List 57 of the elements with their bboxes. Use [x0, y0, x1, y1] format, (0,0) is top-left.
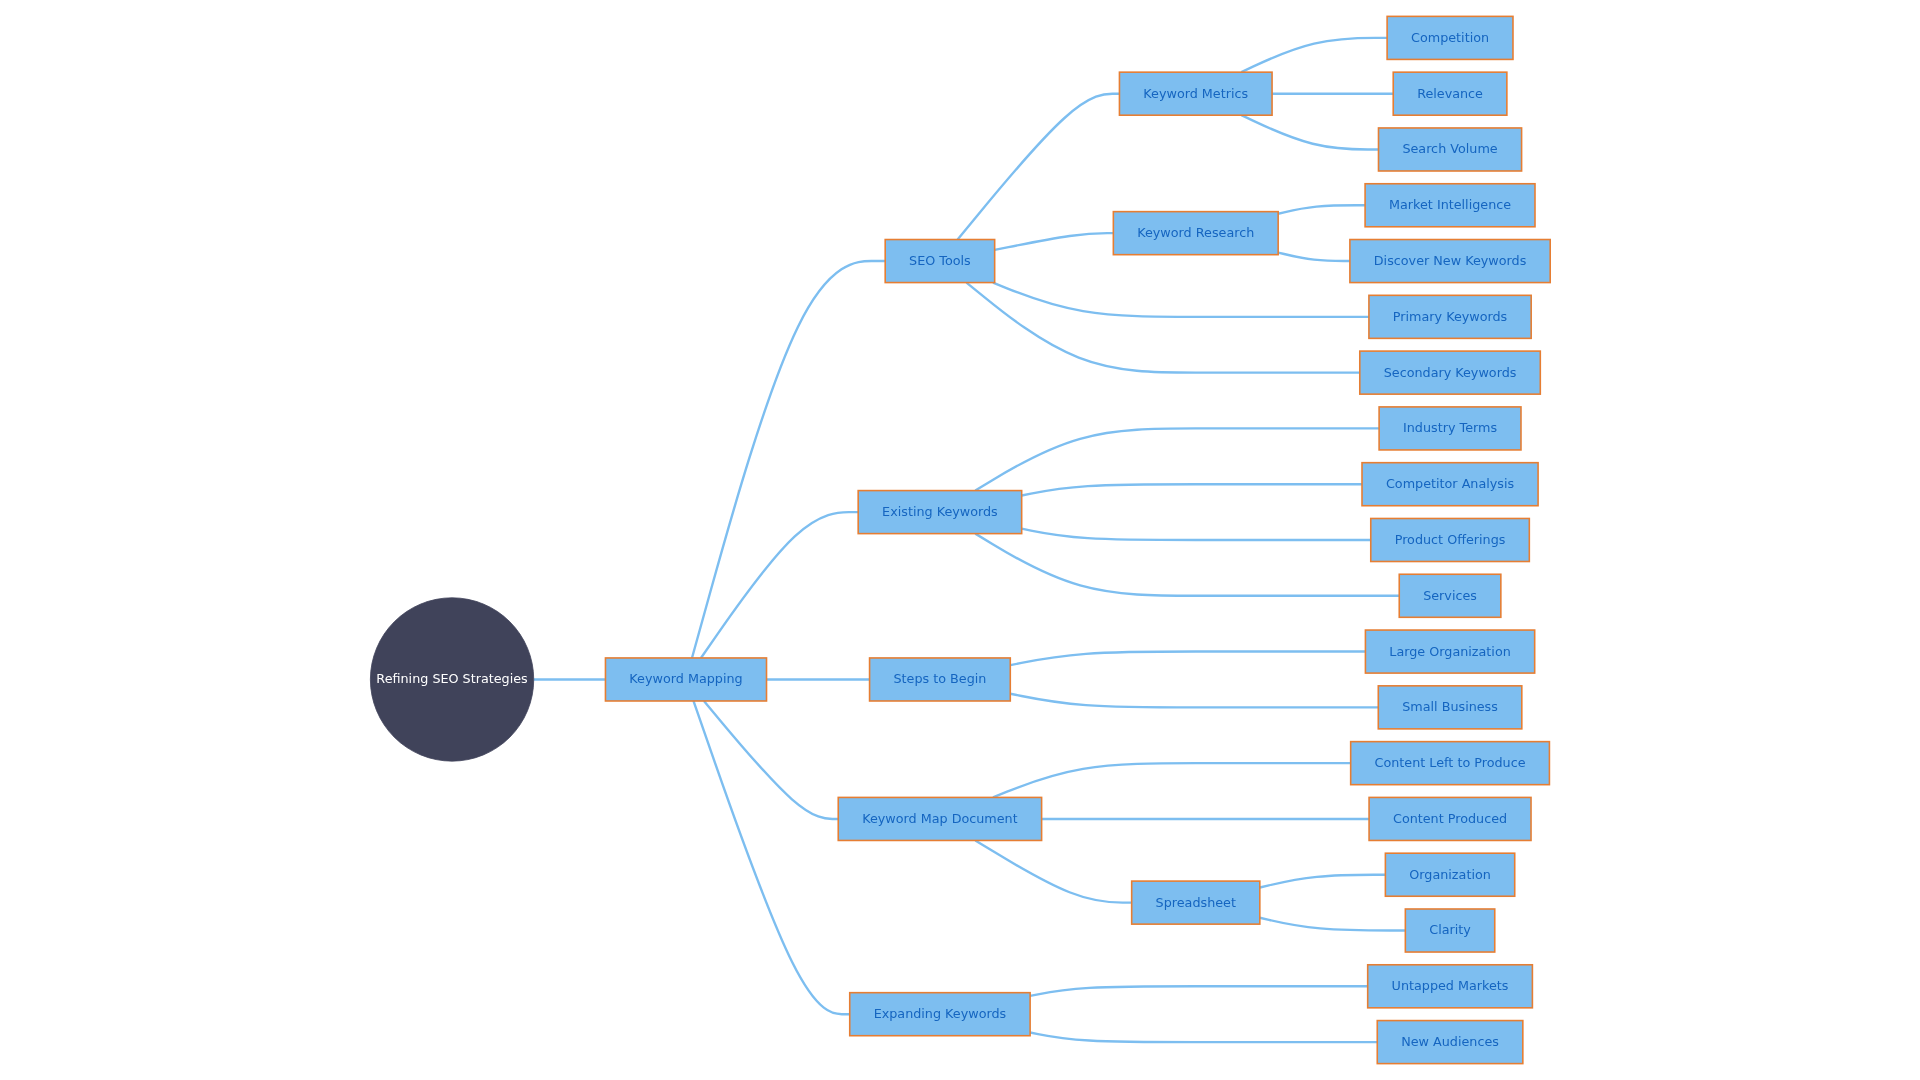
connector — [1021, 527, 1371, 542]
connector — [974, 532, 1399, 597]
node-box: Product Offerings — [1369, 517, 1530, 563]
node-circle: Refining SEO Strategies — [369, 597, 534, 762]
node-box: Keyword Mapping — [604, 657, 767, 702]
connector — [974, 839, 1132, 904]
connector — [974, 427, 1379, 492]
node-box: Small Business — [1377, 685, 1523, 730]
node-box: Keyword Research — [1112, 210, 1279, 256]
connector — [702, 700, 838, 821]
node-box: Market Intelligence — [1364, 182, 1536, 228]
connector — [1271, 92, 1393, 95]
node-box: Industry Terms — [1378, 406, 1522, 451]
node-box: SEO Tools — [884, 238, 996, 284]
connector — [1029, 985, 1368, 998]
connector — [992, 761, 1351, 799]
node-box: Keyword Metrics — [1118, 71, 1273, 116]
node-box: Large Organization — [1364, 629, 1536, 674]
connector — [533, 678, 606, 681]
node-box: Organization — [1384, 852, 1516, 898]
node-box: Competition — [1386, 15, 1514, 61]
connector — [994, 231, 1114, 252]
connector — [1009, 692, 1378, 709]
node-box: Competitor Analysis — [1360, 461, 1539, 507]
connector — [1277, 204, 1365, 215]
connector — [1009, 650, 1366, 667]
connector — [1259, 873, 1386, 889]
node-box: Secondary Keywords — [1358, 350, 1541, 395]
node-box: Clarity — [1404, 908, 1496, 953]
node-box: Primary Keywords — [1367, 294, 1532, 340]
connector — [992, 281, 1369, 319]
connector — [1021, 483, 1362, 497]
connector — [690, 259, 885, 659]
connector — [1240, 36, 1387, 74]
node-box: Discover New Keywords — [1348, 238, 1551, 284]
connector — [1259, 916, 1406, 932]
node-box: Spreadsheet — [1130, 880, 1261, 925]
connector — [766, 678, 870, 681]
connector — [1041, 817, 1369, 821]
node-box: New Audiences — [1376, 1019, 1524, 1065]
connector — [965, 281, 1360, 374]
connector — [1277, 251, 1350, 263]
connector — [1029, 1031, 1377, 1044]
node-box: Expanding Keywords — [848, 991, 1031, 1037]
connector — [956, 92, 1120, 241]
node-box: Relevance — [1392, 71, 1508, 116]
node-box: Untapped Markets — [1366, 964, 1533, 1009]
connector — [699, 510, 858, 659]
node-box: Keyword Map Document — [837, 796, 1043, 842]
node-box: Content Left to Produce — [1349, 740, 1550, 786]
node-box: Existing Keywords — [857, 489, 1023, 535]
node-box: Content Produced — [1367, 796, 1532, 842]
connector — [1240, 114, 1379, 151]
node-box: Services — [1398, 573, 1502, 619]
node-box: Steps to Begin — [868, 657, 1011, 702]
connector — [692, 700, 850, 1016]
node-box: Search Volume — [1377, 127, 1523, 172]
